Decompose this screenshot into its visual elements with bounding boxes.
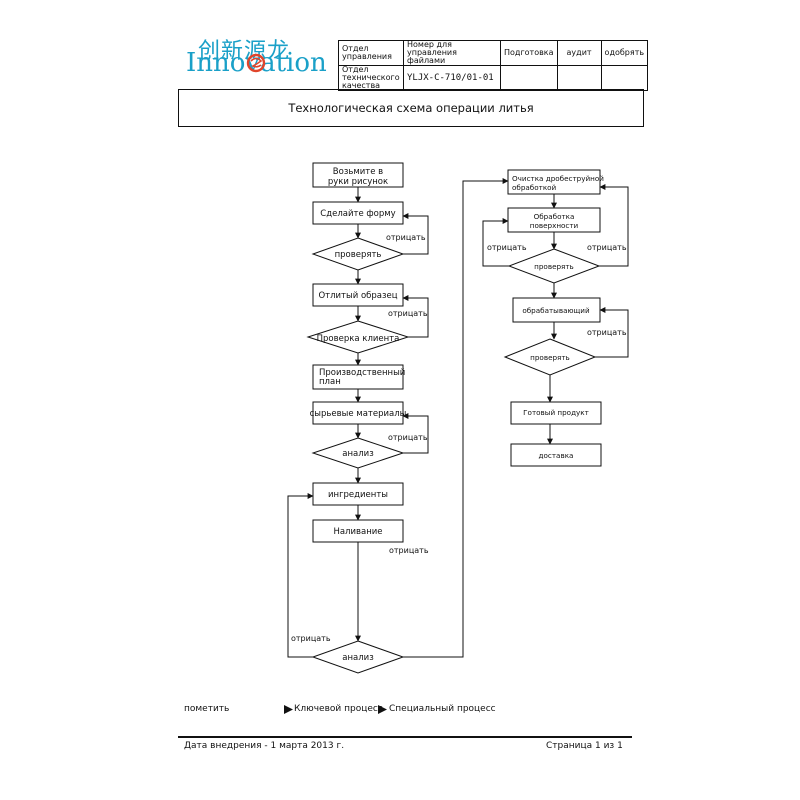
legend-note: пометить	[184, 704, 230, 714]
shot-blasting-label-1: Очистка дробеструйной	[512, 174, 604, 183]
production-plan-label-2: план	[319, 377, 341, 387]
client-check-label: Проверка клиента	[317, 334, 400, 344]
pouring-label: Наливание	[333, 527, 382, 537]
document-title: Технологическая схема операции литья	[178, 89, 644, 127]
reject-label-7: отрицать	[587, 243, 627, 252]
analysis-2-label: анализ	[342, 653, 374, 663]
page-number: Страница 1 из 1	[546, 741, 623, 751]
delivery-box	[510, 443, 602, 467]
finished-product-label: Готовый продукт	[523, 408, 589, 417]
analysis-2-diamond	[311, 640, 405, 674]
surface-treatment-label-2: поверхности	[530, 221, 579, 230]
finished-product-box	[510, 401, 602, 425]
surface-treatment-label-1: Обработка	[534, 212, 575, 221]
machining-label: обрабатывающий	[522, 306, 590, 315]
logo-chinese-text: 创新源龙	[198, 39, 291, 64]
check-3-label: проверять	[530, 353, 570, 362]
special-process-triangle-icon	[378, 705, 387, 714]
take-drawing-label-1: Возьмите в	[333, 167, 383, 177]
check-2-label: проверять	[534, 262, 574, 271]
key-process-triangle-icon	[284, 705, 293, 714]
reject-label-3: отрицать	[388, 433, 428, 442]
raw-materials-label: сырьевые материалы	[310, 409, 407, 419]
take-drawing-label-2: руки рисунок	[328, 177, 388, 187]
shot-blasting-label-2: обработкой	[512, 183, 557, 192]
document-control-table: Отдел управления Номер для управления фа…	[338, 40, 649, 91]
production-plan-label-1: Производственный	[319, 368, 405, 378]
reject-label-6: отрицать	[487, 243, 527, 252]
casting-sample-label: Отлитый образец	[318, 291, 397, 301]
analysis-1-label: анализ	[342, 449, 374, 459]
logo-text: Innovation	[186, 48, 327, 78]
footer-rule	[178, 736, 632, 738]
file-number-cell: YLJX-C-710/01-01	[403, 65, 501, 91]
prepare-sign-cell	[500, 65, 558, 91]
reject-label-4: отрицать	[389, 546, 429, 555]
dept-qa-cell: Отдел технического качества	[338, 65, 404, 91]
audit-sign-cell	[556, 65, 602, 91]
approve-sign-cell	[600, 65, 649, 91]
reject-label-2: отрицать	[388, 309, 428, 318]
dept-mgmt-cell: Отдел управления	[338, 40, 404, 66]
implementation-date: Дата внедрения - 1 марта 2013 г.	[184, 741, 345, 751]
audit-cell: аудит	[556, 40, 602, 66]
check-1-label: проверять	[335, 250, 382, 260]
legend-special-process: Специальный процесс	[389, 704, 496, 714]
ingredients-label: ингредиенты	[328, 490, 388, 500]
make-mold-label: Сделайте форму	[320, 209, 395, 219]
reject-label-5: отрицать	[291, 634, 331, 643]
prepare-cell: Подготовка	[500, 40, 558, 66]
reject-label-8: отрицать	[587, 328, 627, 337]
file-number-label-cell: Номер для управления файлами	[403, 40, 501, 66]
dragon-logo-icon	[246, 53, 266, 73]
reject-label-1: отрицать	[386, 233, 426, 242]
delivery-label: доставка	[539, 451, 574, 460]
legend-key-process: Ключевой процесс	[294, 704, 383, 714]
